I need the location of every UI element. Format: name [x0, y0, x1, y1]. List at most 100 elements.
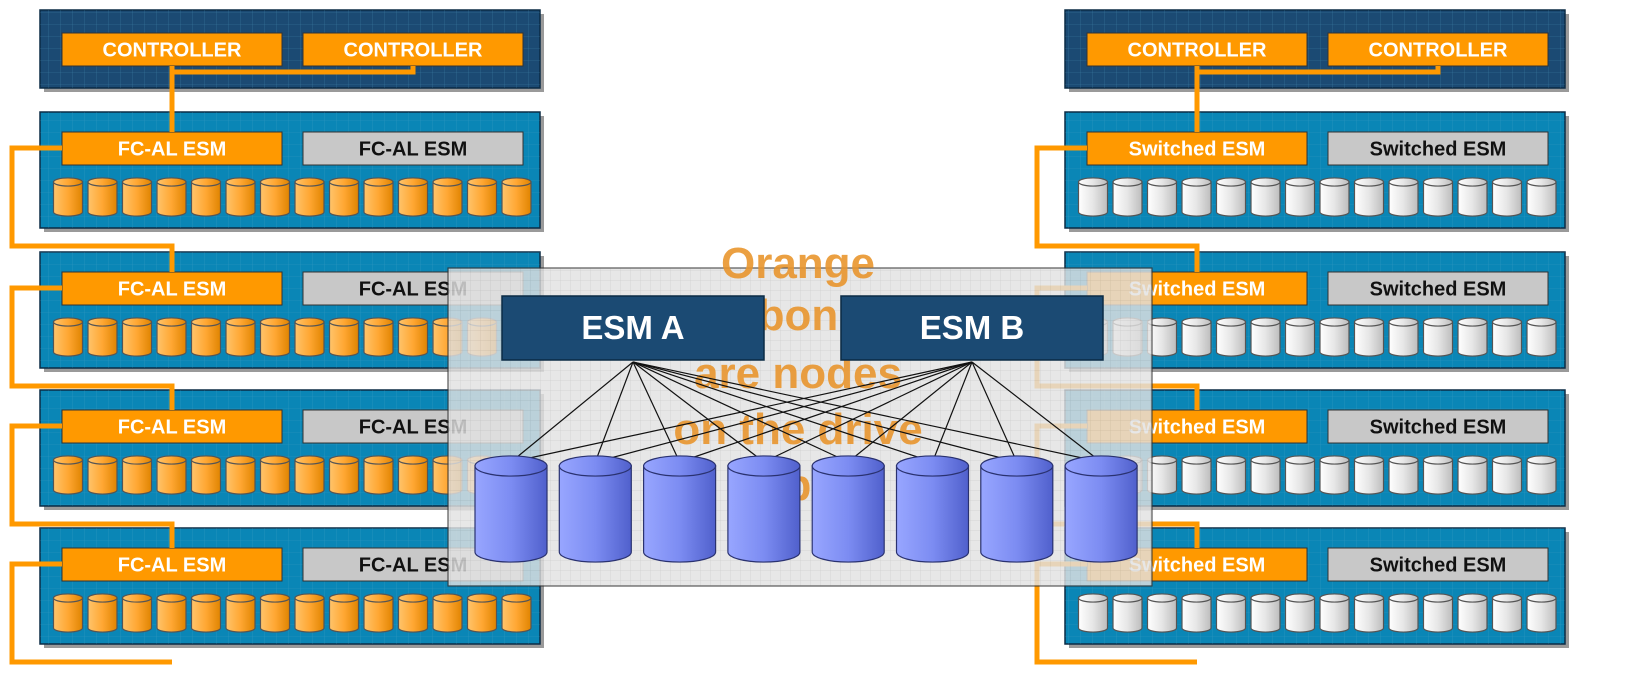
disk-top: [1064, 455, 1138, 477]
shelf-disk: [1077, 593, 1109, 633]
shelf-disk: [1284, 317, 1316, 357]
shelf-disk: [1146, 317, 1178, 357]
disk-body: [1457, 321, 1488, 357]
shelf-disk: [121, 593, 153, 633]
shelf-disk: [1491, 317, 1523, 357]
disk-top: [1491, 593, 1523, 603]
disk-top: [1250, 455, 1281, 465]
active-esm-label: FC-AL ESM: [118, 139, 227, 161]
shelf-disk: [1526, 177, 1557, 217]
disk-body: [1457, 597, 1488, 633]
disk-top: [1526, 177, 1557, 187]
disk-top: [1250, 593, 1281, 603]
disk-body: [328, 597, 360, 633]
disk-top: [501, 593, 532, 603]
shelf-disk: [1319, 317, 1350, 357]
shelf-disk: [432, 593, 463, 633]
disk-body: [1112, 181, 1143, 217]
disk-body: [643, 465, 717, 563]
disk-body: [52, 597, 84, 633]
esm-b-link: [847, 361, 973, 463]
controller-b-label: CONTROLLER: [344, 40, 483, 62]
controller-a: [1086, 32, 1308, 67]
disk-body: [1422, 321, 1454, 357]
passive-esm-label: Switched ESM: [1370, 417, 1507, 439]
disk-body: [397, 321, 429, 357]
disk-body: [1388, 597, 1419, 633]
disk-body: [121, 597, 153, 633]
disk-top: [1319, 177, 1350, 187]
disk-top: [397, 593, 429, 603]
disk-body: [1215, 181, 1247, 217]
shelf-disk: [1319, 177, 1350, 217]
shelf-disk: [190, 317, 222, 357]
disk-top: [121, 317, 153, 327]
disk-body: [225, 181, 256, 217]
disk-top: [1319, 455, 1350, 465]
controller-b: [1327, 32, 1549, 67]
controller-link: [1194, 66, 1441, 75]
disk-body: [156, 321, 187, 357]
disk-body: [225, 597, 256, 633]
disk-body: [363, 459, 394, 495]
shelf-disk: [1284, 455, 1316, 495]
shelf-disk: [1526, 455, 1557, 495]
disk-body: [466, 181, 498, 217]
disk-top: [1181, 455, 1212, 465]
disk-top: [501, 177, 532, 187]
active-esm-label: Switched ESM: [1129, 417, 1266, 439]
disk-top: [558, 455, 632, 477]
shelf-disk: [1250, 177, 1281, 217]
disk-top: [1112, 177, 1143, 187]
center-disk: [980, 455, 1054, 563]
disk-top: [1215, 455, 1247, 465]
disk-body: [1181, 321, 1212, 357]
disk-top: [121, 177, 153, 187]
disk-top: [1388, 455, 1419, 465]
disk-top: [1457, 593, 1488, 603]
disk-body: [474, 465, 548, 563]
shelf-disk: [190, 177, 222, 217]
disk-top: [190, 317, 222, 327]
disk-body: [1353, 181, 1385, 217]
disk-top: [895, 455, 970, 477]
disk-body: [121, 181, 153, 217]
shelf-disk: [294, 177, 325, 217]
disk-body: [190, 597, 222, 633]
disk-body: [1284, 181, 1316, 217]
shelf-disk: [1457, 455, 1488, 495]
disk-body: [1181, 597, 1212, 633]
disk-body: [1491, 597, 1523, 633]
shelf-disk: [259, 455, 291, 495]
disk-body: [1491, 321, 1523, 357]
disk-body: [294, 459, 325, 495]
disk-top: [1146, 593, 1178, 603]
disk-body: [397, 459, 429, 495]
disk-body: [1112, 597, 1143, 633]
shelf-disk: [1388, 593, 1419, 633]
disk-body: [1422, 597, 1454, 633]
passive-esm-label: FC-AL ESM: [359, 139, 468, 161]
disk-top: [1215, 593, 1247, 603]
esm-b-link: [971, 361, 1018, 463]
disk-body: [397, 597, 429, 633]
esm-a-link: [632, 361, 849, 463]
disk-top: [1353, 455, 1385, 465]
disk-top: [87, 317, 118, 327]
disk-body: [156, 181, 187, 217]
shelf-daisy-chain-cable: [9, 145, 175, 272]
disk-body: [1353, 321, 1385, 357]
disk-top: [1457, 455, 1488, 465]
passive-esm-label: Switched ESM: [1370, 555, 1507, 577]
disk-body: [1319, 181, 1350, 217]
shelf-disk: [1491, 593, 1523, 633]
disk-body: [432, 597, 463, 633]
disk-body: [294, 321, 325, 357]
esm-a-link: [632, 361, 933, 463]
disk-top: [397, 455, 429, 465]
disk-top: [1215, 317, 1247, 327]
shelf-disk: [1491, 455, 1523, 495]
shelf-disk: [397, 455, 429, 495]
